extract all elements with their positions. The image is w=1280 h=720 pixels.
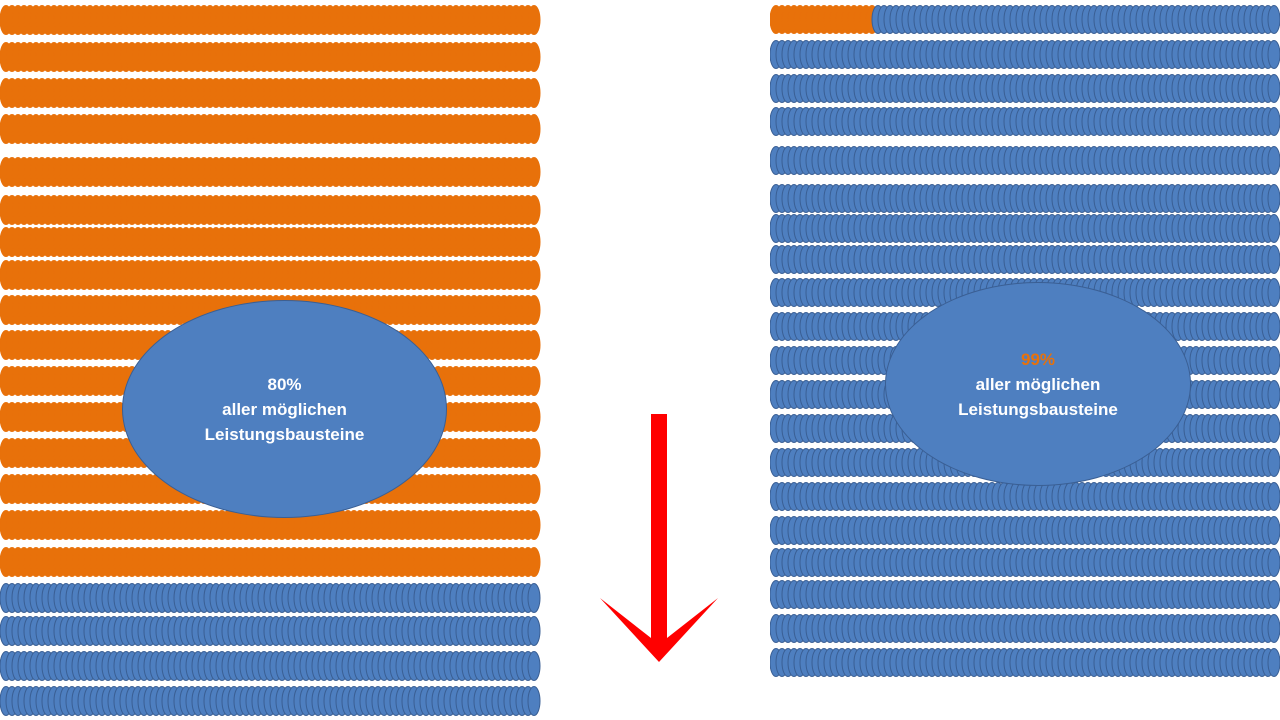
left-percentage-bubble: 80% aller möglichen Leistungsbausteine (122, 300, 447, 518)
block-row (770, 516, 1280, 545)
rest-block (527, 651, 541, 681)
share-block (527, 227, 541, 257)
block-row (0, 583, 541, 613)
rest-block (527, 583, 541, 613)
block-row (0, 157, 541, 187)
right-block-grid (770, 5, 1280, 677)
block-row (770, 146, 1280, 175)
block-row (770, 580, 1280, 609)
left-bubble-line-2: Leistungsbausteine (204, 424, 365, 444)
block-row (770, 245, 1280, 274)
rest-block (1267, 516, 1280, 545)
share-block (527, 5, 541, 35)
block-row (770, 40, 1280, 69)
share-block (527, 78, 541, 108)
block-row (770, 614, 1280, 643)
right-percentage-bubble: 99% aller möglichen Leistungsbausteine (885, 282, 1191, 486)
share-block (527, 260, 541, 290)
block-row (0, 114, 541, 144)
share-block (527, 510, 541, 540)
block-row (0, 547, 541, 577)
rest-block (1267, 312, 1280, 341)
block-row (770, 184, 1280, 213)
block-row (0, 651, 541, 681)
rest-block (1267, 146, 1280, 175)
share-block (527, 195, 541, 225)
rest-block (527, 616, 541, 646)
rest-block (1267, 614, 1280, 643)
share-block (527, 295, 541, 325)
share-block (527, 438, 541, 468)
block-row (770, 5, 1280, 34)
arrow-down-shape (600, 414, 718, 662)
block-row (0, 78, 541, 108)
rest-block (1267, 580, 1280, 609)
block-row (770, 74, 1280, 103)
rest-block (1267, 40, 1280, 69)
right-percentage-value: 99% (1020, 349, 1056, 369)
block-row (0, 195, 541, 225)
rest-block (1267, 74, 1280, 103)
rest-block (1267, 380, 1280, 409)
left-bubble-line-1: aller möglichen (222, 399, 347, 419)
share-block (527, 114, 541, 144)
rest-block (1267, 278, 1280, 307)
right-panel: 99% aller möglichen Leistungsbausteine (770, 0, 1280, 720)
block-row (770, 648, 1280, 677)
rest-block (1267, 107, 1280, 136)
rest-block (527, 686, 541, 716)
left-panel: 80% aller möglichen Leistungsbausteine (0, 0, 545, 720)
share-block (527, 42, 541, 72)
rest-block (1267, 482, 1280, 511)
block-row (0, 686, 541, 716)
block-row (770, 482, 1280, 511)
rest-block (1267, 184, 1280, 213)
rest-block (1267, 245, 1280, 274)
block-row (770, 548, 1280, 577)
share-block (527, 474, 541, 504)
rest-block (1267, 5, 1280, 34)
arrow-down-icon (597, 410, 721, 664)
left-percentage-value: 80% (267, 374, 302, 394)
block-row (0, 510, 541, 540)
block-row (0, 616, 541, 646)
block-row (770, 107, 1280, 136)
share-block (527, 547, 541, 577)
rest-block (1267, 214, 1280, 243)
share-block (527, 402, 541, 432)
block-row (0, 260, 541, 290)
share-block (527, 157, 541, 187)
right-bubble-line-1: aller möglichen (975, 374, 1101, 394)
block-row (0, 227, 541, 257)
rest-block (1267, 448, 1280, 477)
share-block (527, 330, 541, 360)
block-row (0, 5, 541, 35)
rest-block (1267, 648, 1280, 677)
block-row (770, 214, 1280, 243)
share-block (527, 366, 541, 396)
block-row (0, 42, 541, 72)
rest-block (1267, 414, 1280, 443)
rest-block (1267, 346, 1280, 375)
rest-block (1267, 548, 1280, 577)
right-bubble-line-2: Leistungsbausteine (958, 399, 1118, 419)
